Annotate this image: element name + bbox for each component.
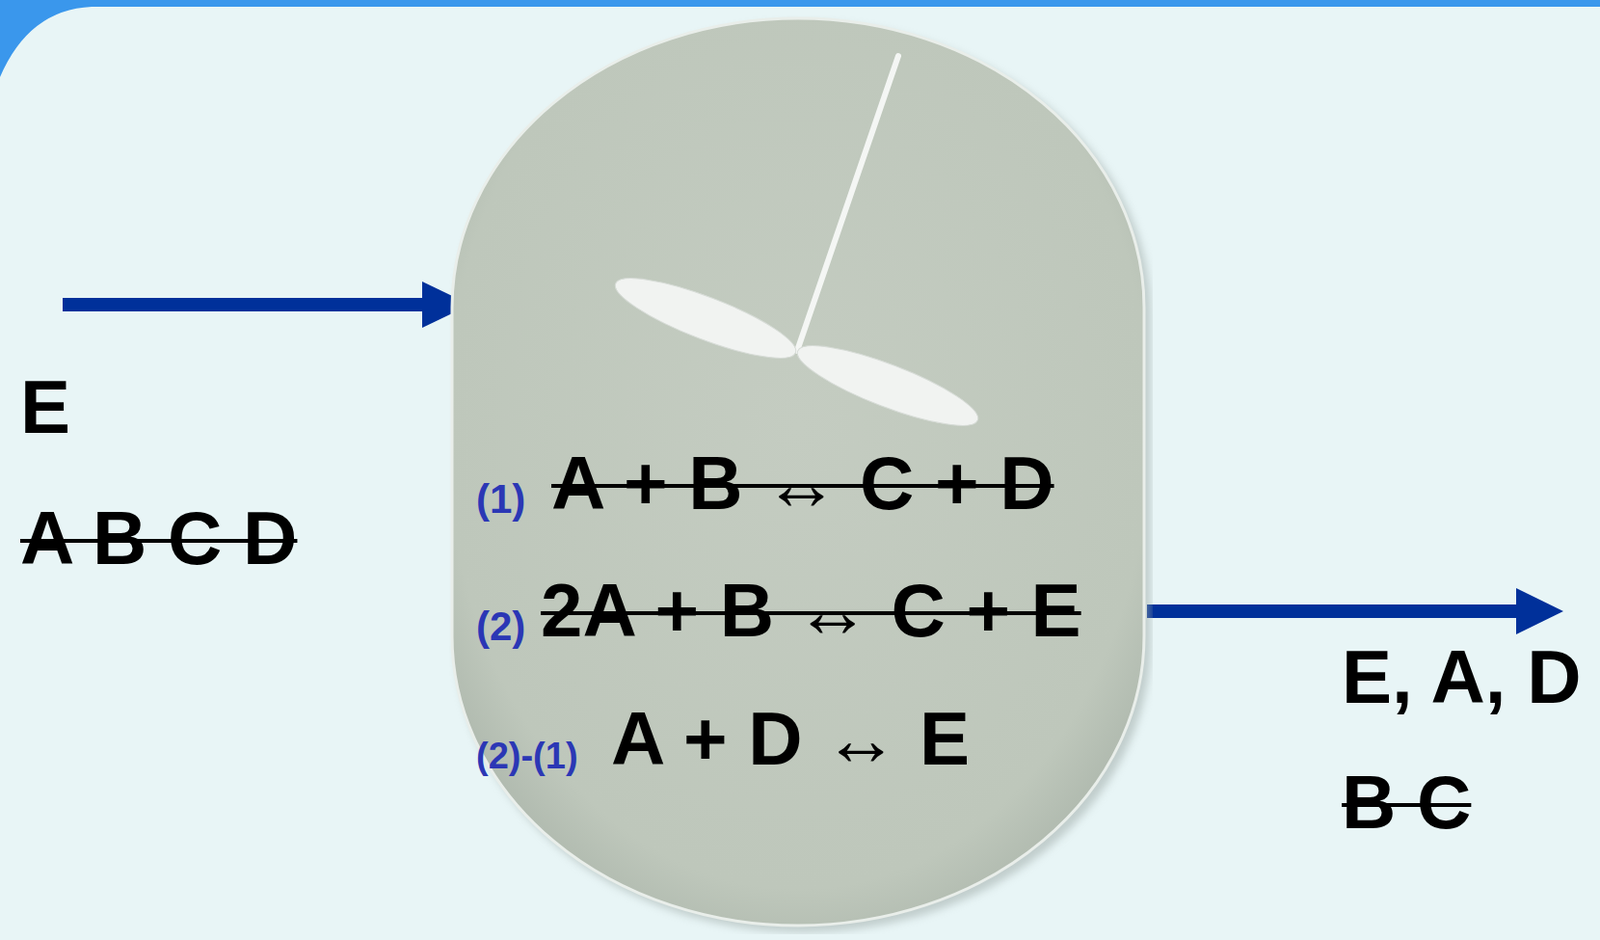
stirrer-shaft (797, 55, 899, 351)
reactor-node: (1) A + B ↔ C + D (2) 2A + B ↔ C + E (2)-(1)… (449, 15, 1153, 934)
reaction-number: (2)-(1) (476, 737, 579, 774)
reaction-equation: A + D ↔ E (611, 700, 970, 776)
inlet-species: E (20, 369, 71, 445)
stirrer-blade (608, 264, 803, 374)
top-bar (0, 0, 1600, 7)
reaction-equation: A + B ↔ C + D (551, 445, 1055, 521)
outlet-arrow-head (1516, 587, 1564, 635)
reaction-number: (2) (476, 606, 526, 647)
reaction-equation: 2A + B ↔ C + E (540, 572, 1082, 648)
inlet-species-absent: A B C D (20, 500, 297, 576)
outlet-arrow-shaft (1146, 604, 1519, 618)
outlet-species: E, A, D (1341, 639, 1581, 715)
reaction-number: (1) (476, 479, 526, 520)
stirrer-blade (790, 331, 986, 441)
outlet-species-absent: B C (1341, 764, 1471, 840)
inlet-arrow-shaft (62, 297, 425, 312)
corner-accent (0, 0, 92, 78)
